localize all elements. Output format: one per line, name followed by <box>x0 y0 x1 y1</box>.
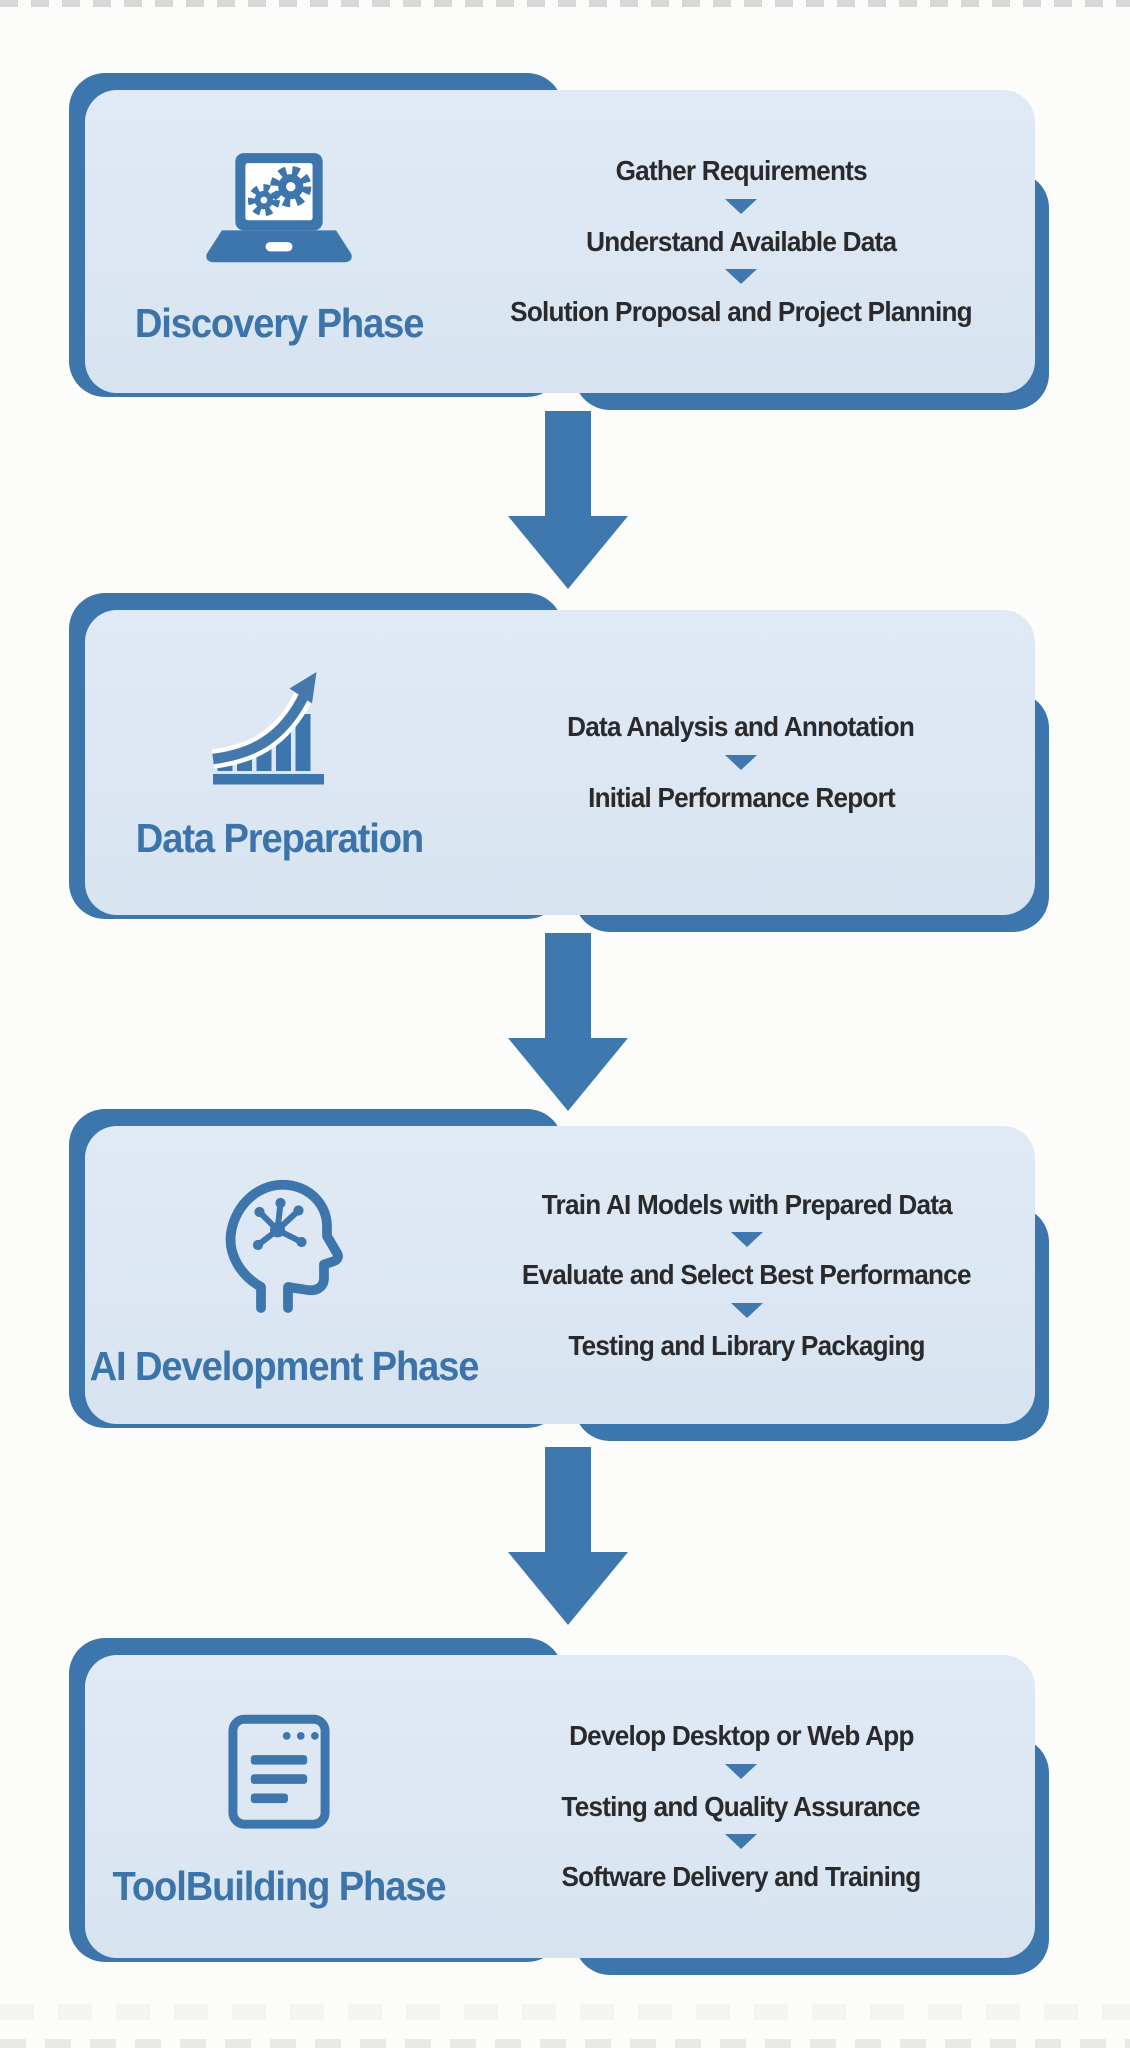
cropped-text-strip-bottom <box>0 2039 1130 2048</box>
step-arrow-down-icon <box>725 269 758 285</box>
phase-steps: Train AI Models with Prepared Data Evalu… <box>484 1126 1035 1424</box>
growth-chart-icon <box>211 672 325 785</box>
step-label: Solution Proposal and Project Planning <box>510 296 972 328</box>
phase-identity: Data Preparation <box>85 610 473 915</box>
step-label: Understand Available Data <box>585 225 897 257</box>
step-label: Data Analysis and Annotation <box>567 711 916 743</box>
phase-title: ToolBuilding Phase <box>112 1863 447 1909</box>
step-label: Testing and Quality Assurance <box>561 1790 921 1822</box>
laptop-gears-icon <box>206 152 352 262</box>
phase-title: Discovery Phase <box>134 299 425 346</box>
step-arrow-down-icon <box>730 1232 763 1248</box>
phase-card-ai-development: AI Development Phase Train AI Models wit… <box>69 1109 1049 1442</box>
step-arrow-down-icon <box>730 1302 763 1318</box>
flow-arrow-down-icon <box>508 933 628 1111</box>
flow-arrow-down-icon <box>508 1447 628 1625</box>
phase-title: Data Preparation <box>135 815 423 861</box>
phase-steps: Data Analysis and Annotation Initial Per… <box>473 610 1035 915</box>
flow-arrow-down-icon <box>508 411 628 589</box>
step-label: Testing and Library Packaging <box>568 1329 925 1361</box>
app-window-icon <box>228 1714 330 1829</box>
phase-identity: AI Development Phase <box>85 1126 484 1424</box>
step-arrow-down-icon <box>725 1763 758 1779</box>
phase-identity: ToolBuilding Phase <box>85 1655 473 1958</box>
step-label: Initial Performance Report <box>587 782 896 813</box>
phase-identity: Discovery Phase <box>85 90 473 393</box>
phase-steps: Develop Desktop or Web App Testing and Q… <box>473 1655 1035 1958</box>
ai-head-icon <box>225 1179 343 1313</box>
phase-title: AI Development Phase <box>90 1342 480 1389</box>
cropped-text-strip-top <box>0 0 1130 7</box>
step-label: Evaluate and Select Best Performance <box>522 1259 972 1291</box>
step-label: Develop Desktop or Web App <box>568 1720 914 1752</box>
step-arrow-down-icon <box>725 198 758 214</box>
step-arrow-down-icon <box>725 755 758 770</box>
step-label: Train AI Models with Prepared Data <box>541 1188 952 1220</box>
step-label: Software Delivery and Training <box>561 1861 922 1893</box>
phase-card-discovery: Discovery Phase Gather Requirements Unde… <box>69 73 1049 410</box>
phase-card-tool-building: ToolBuilding Phase Develop Desktop or We… <box>69 1638 1049 1975</box>
cropped-text-strip-bottom-faint <box>0 2004 1130 2020</box>
phase-steps: Gather Requirements Understand Available… <box>473 90 1035 393</box>
step-arrow-down-icon <box>725 1834 758 1850</box>
phase-card-data-preparation: Data Preparation Data Analysis and Annot… <box>69 593 1049 932</box>
step-label: Gather Requirements <box>615 155 867 187</box>
